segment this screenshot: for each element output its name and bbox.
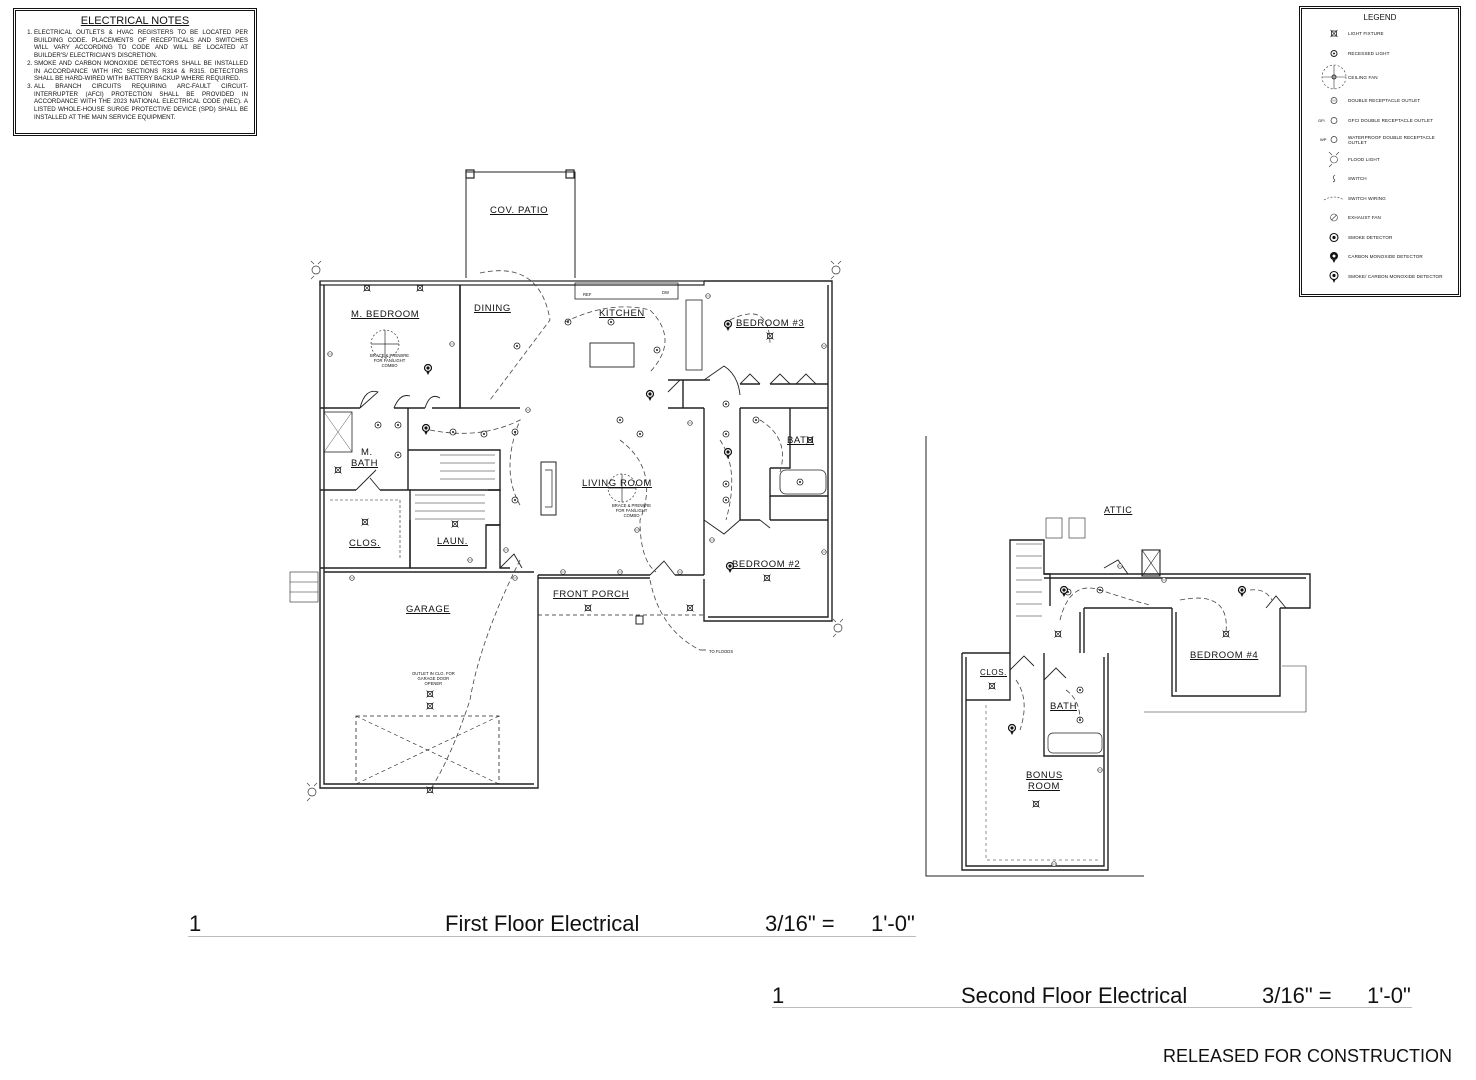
electrical-notes: ELECTRICAL NOTES ELECTRICAL OUTLETS & HV… [13,8,257,136]
room-label-bonus-room: ROOM [1028,781,1060,792]
first-floor-scale: 3/16" = [765,911,835,936]
notes-list: ELECTRICAL OUTLETS & HVAC REGISTERS TO B… [22,29,248,121]
garage-outlet-note: OUTLET IN CLG. FOR GARAGE DOOR OPENER [412,671,455,686]
legend-tag: GFI [1318,118,1325,123]
first-floor-scale-value: 1'-0" [871,911,915,936]
legend-label: LIGHT FIXTURE [1348,31,1384,37]
note-item: SMOKE AND CARBON MONOXIDE DETECTORS SHAL… [34,60,248,83]
release-status: RELEASED FOR CONSTRUCTION [1162,1046,1452,1066]
legend-item: RECESSED LIGHT [1308,44,1452,64]
room-label-front-porch: FRONT PORCH [553,589,630,600]
legend-item: CEILING FAN [1308,63,1452,91]
note-line: OUTLET IN CLG. FOR [412,671,455,676]
ceiling-fan-icon [1321,64,1347,90]
room-label-dining: DINING [474,303,511,314]
legend-item: EXHAUST FAN [1308,208,1452,228]
note-line: FOR FAN/LIGHT [615,508,648,513]
legend-tag: WP [1320,137,1327,142]
legend: LEGEND LIGHT FIXTURE RECESSED LIGHT CEIL… [1299,6,1461,297]
room-label-m-bedroom: M. BEDROOM [351,309,420,320]
note-line: BRACE & PREWIRE [370,353,410,358]
first-floor-title: First Floor Electrical [445,911,640,936]
to-floods-note: TO FLOODS [709,649,734,654]
note-line: GARAGE DOOR [417,676,450,681]
room-label-laun: LAUN. [437,536,468,547]
legend-item: SMOKE/ CARBON MONOXIDE DETECTOR [1308,267,1452,287]
light-fixture-icon [1330,30,1338,38]
drawing-number: 1 [189,911,202,936]
smoke-detector-icon [1329,232,1339,242]
room-label-bedroom-2: BEDROOM #2 [732,559,801,570]
second-floor-scale: 3/16" = [1262,983,1332,1008]
flood-light-icon [1328,151,1340,167]
second-floor-scale-value: 1'-0" [1367,983,1411,1008]
drawing-number: 1 [772,983,785,1008]
legend-label: DOUBLE RECEPTACLE OUTLET [1348,98,1421,104]
legend-item: FLOOD LIGHT [1308,150,1452,170]
legend-label: SWITCH WIRING [1348,195,1386,201]
legend-label: CARBON MONOXIDE DETECTOR [1348,254,1423,260]
dw-label: DW [662,290,669,295]
note-item: ALL BRANCH CIRCUITS REQUIRING ARC-FAULT … [34,83,248,122]
legend-item: SWITCH WIRING [1308,189,1452,209]
smoke-co-detector-icon [1329,270,1339,283]
recessed-light-icon [1330,49,1338,57]
switch-icon [1332,174,1336,183]
legend-label: RECESSED LIGHT [1348,50,1390,56]
note-line: BRACE & PREWIRE [612,503,652,508]
gfci-receptacle-icon: GFI [1318,116,1338,124]
room-label-living-room: LIVING ROOM [582,478,652,489]
room-label-clos: CLOS. [349,538,381,549]
note-line: OPENER [424,681,443,686]
room-label-bath: BATH [1050,701,1078,712]
exhaust-fan-icon [1330,213,1338,222]
legend-item: SMOKE DETECTOR [1308,228,1452,248]
legend-label: FLOOD LIGHT [1348,156,1380,162]
legend-label: CEILING FAN [1348,74,1378,80]
legend-label: SMOKE/ CARBON MONOXIDE DETECTOR [1348,273,1443,279]
title-underline [188,936,916,937]
double-receptacle-icon [1330,97,1338,105]
room-label-attic: ATTIC [1104,505,1133,515]
legend-item: WP WATERPROOF DOUBLE RECEPTACLE OUTLET [1308,130,1452,150]
legend-label: WATERPROOF DOUBLE RECEPTACLE OUTLET [1348,134,1435,145]
room-label-bedroom-3: BEDROOM #3 [736,318,805,329]
legend-item: CARBON MONOXIDE DETECTOR [1308,247,1452,267]
notes-title: ELECTRICAL NOTES [80,15,190,27]
note-line: COMBO [623,513,640,518]
note-line: FOR FAN/LIGHT [373,358,406,363]
legend-item: SWITCH [1308,169,1452,189]
fan-note: BRACE & PREWIRE FOR FAN/LIGHT COMBO [370,353,409,368]
room-label-bonus-room: BONUS [1026,770,1063,781]
note-item: ELECTRICAL OUTLETS & HVAC REGISTERS TO B… [34,29,248,60]
room-label-kitchen: KITCHEN [599,308,645,319]
legend-item: GFI GFCI DOUBLE RECEPTACLE OUTLET [1308,111,1452,131]
legend-label: SWITCH [1348,176,1367,182]
legend-title: LEGEND [1363,13,1397,22]
co-detector-icon [1330,252,1338,264]
waterproof-receptacle-icon: WP [1320,136,1338,144]
fan-note: BRACE & PREWIRE FOR FAN/LIGHT COMBO [612,503,651,518]
note-line: COMBO [381,363,398,368]
title-underline [772,1007,1412,1008]
room-label-garage: GARAGE [406,604,451,615]
switch-wiring-icon [1323,196,1345,201]
room-label-m-bath: BATH [351,458,379,469]
second-floor-title: Second Floor Electrical [961,983,1188,1008]
ref-label: REF [583,292,592,297]
legend-label: GFCI DOUBLE RECEPTACLE OUTLET [1348,117,1434,123]
room-label-clos: CLOS. [980,668,1008,677]
room-label-bath: BATH [787,435,815,446]
room-label-bedroom-4: BEDROOM #4 [1190,650,1259,661]
legend-item: DOUBLE RECEPTACLE OUTLET [1308,91,1452,111]
room-label-cov-patio: COV. PATIO [490,205,549,216]
room-label-m-bath: M. [361,447,373,458]
legend-label: EXHAUST FAN [1348,215,1381,221]
legend-item: LIGHT FIXTURE [1308,24,1452,44]
legend-label: SMOKE DETECTOR [1348,234,1393,240]
